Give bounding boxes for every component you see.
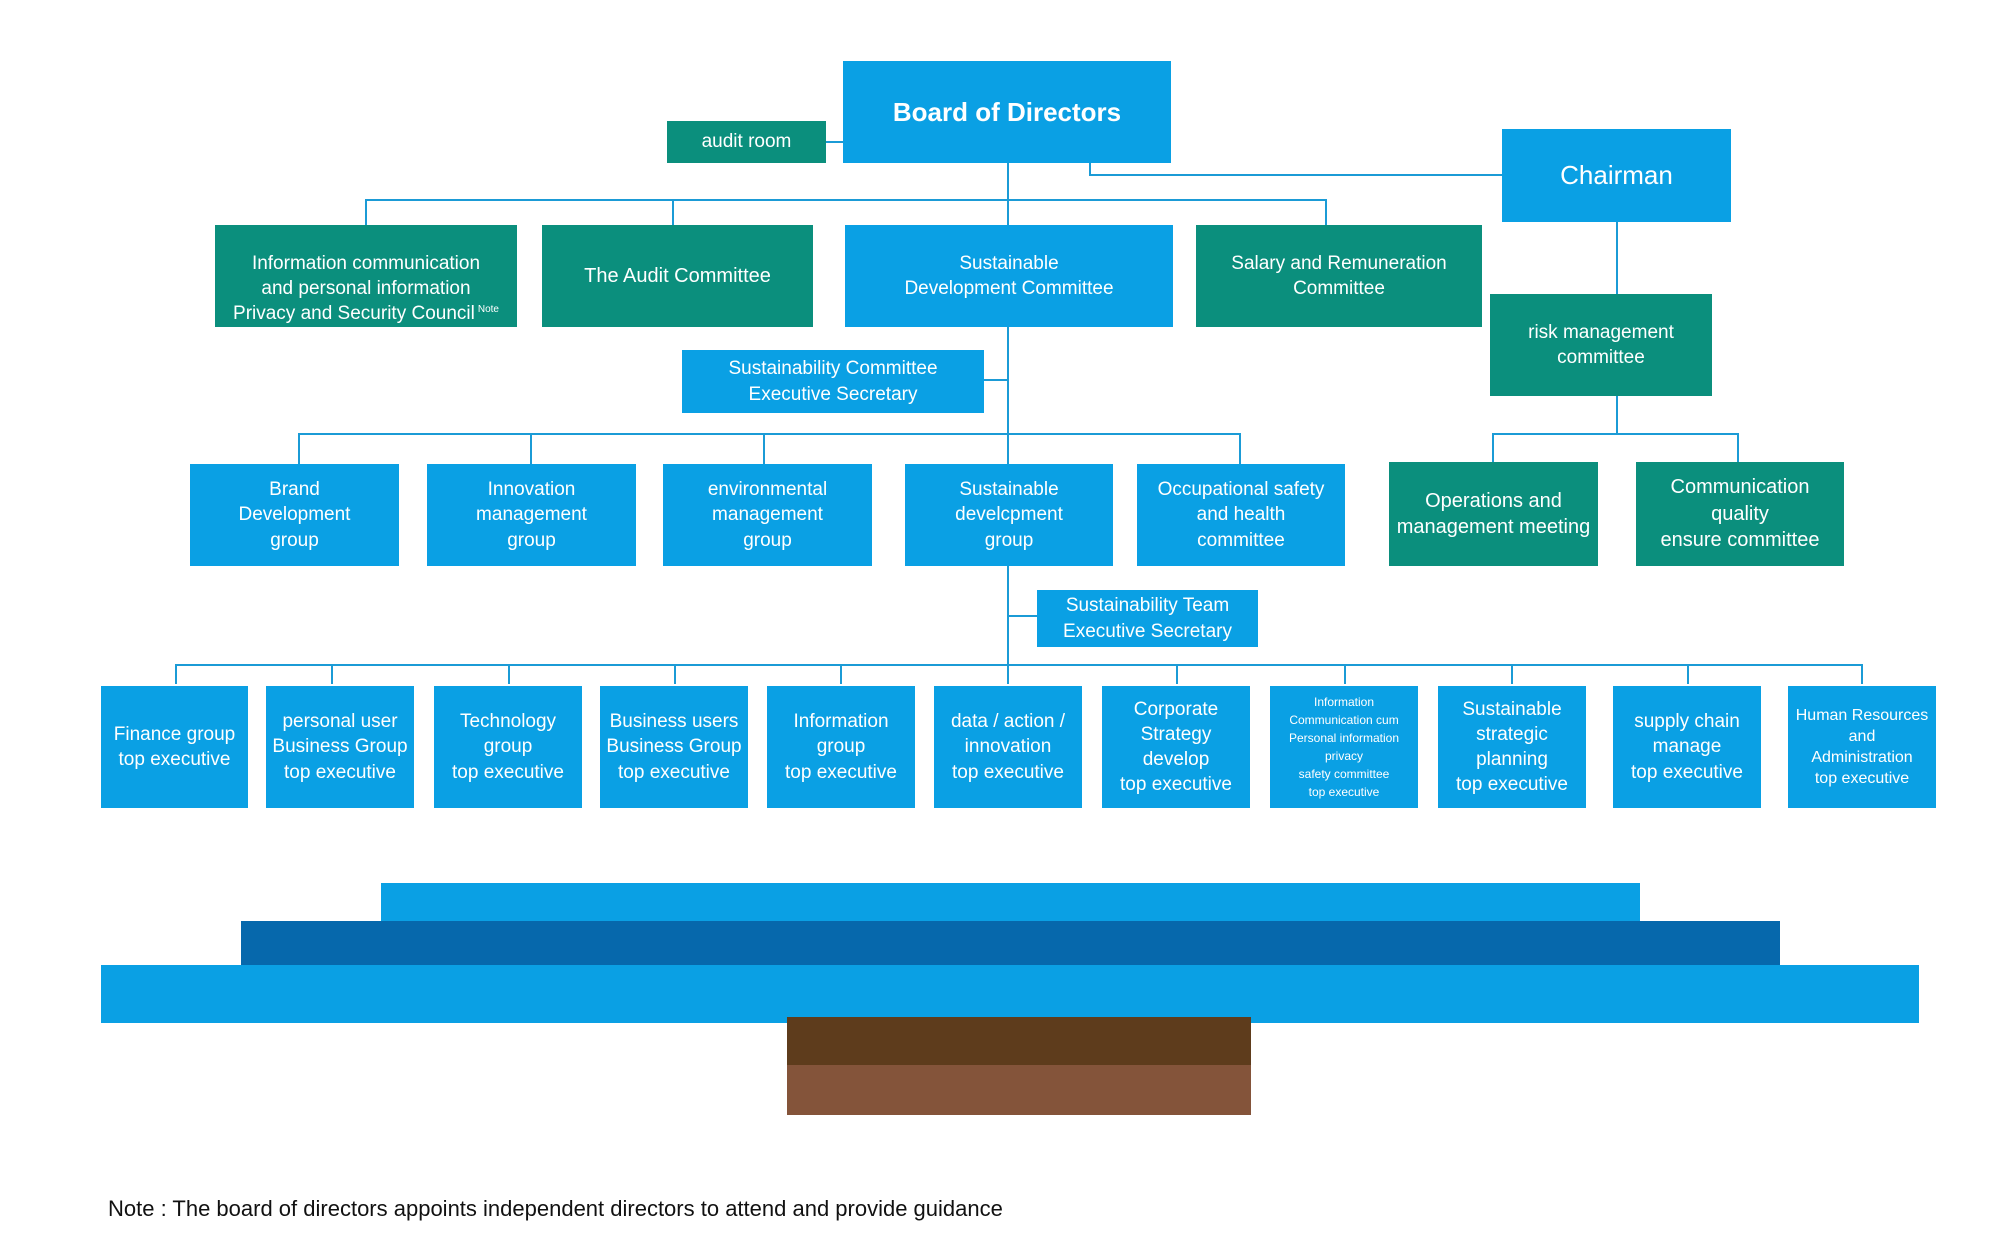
sustainable-development-group-node: Sustainable develcpment group [905, 464, 1113, 566]
innovation-management-group-node: Innovation management group [427, 464, 636, 566]
finance-executive-node: Finance group top executive [101, 686, 248, 808]
footnote: Note : The board of directors appoints i… [108, 1196, 1003, 1221]
data-action-innovation-executive-node: data / action / innovation top executive [934, 686, 1082, 808]
base-bar-middle [241, 921, 1780, 965]
environmental-management-group-node: environmental management group [663, 464, 872, 566]
base-bar-top [381, 883, 1640, 927]
base-brown-bottom [787, 1065, 1251, 1115]
info-privacy-council-label: Information communication and personal i… [233, 252, 499, 325]
audit-committee-node: The Audit Committee [542, 225, 813, 327]
risk-management-committee-node: risk management committee [1490, 294, 1712, 396]
base-bar-bottom [101, 965, 1919, 1023]
info-privacy-council-node: Information communication and personal i… [215, 225, 517, 327]
technology-executive-node: Technology group top executive [434, 686, 582, 808]
team-executive-secretary-node: Sustainability Team Executive Secretary [1037, 590, 1258, 647]
occupational-safety-committee-node: Occupational safety and health committee [1137, 464, 1345, 566]
base-brown-top [787, 1017, 1251, 1067]
sustainable-planning-executive-node: Sustainable strategic planning top execu… [1438, 686, 1586, 808]
sustainable-development-committee-node: Sustainable Development Committee [845, 225, 1173, 327]
business-users-executive-node: Business users Business Group top execut… [600, 686, 748, 808]
information-executive-node: Information group top executive [767, 686, 915, 808]
communication-quality-committee-node: Communication quality ensure committee [1636, 462, 1844, 566]
audit-room-node: audit room [667, 121, 826, 163]
brand-development-group-node: Brand Development group [190, 464, 399, 566]
board-of-directors-node: Board of Directors [843, 61, 1171, 163]
info-comm-privacy-executive-node: Information Communication cum Personal i… [1270, 686, 1418, 808]
salary-remuneration-committee-node: Salary and Remuneration Committee [1196, 225, 1482, 327]
note-marker: Note [477, 303, 499, 315]
supply-chain-executive-node: supply chain manage top executive [1613, 686, 1761, 808]
committee-executive-secretary-node: Sustainability Committee Executive Secre… [682, 350, 984, 413]
hr-admin-executive-node: Human Resources and Administration top e… [1788, 686, 1936, 808]
corporate-strategy-executive-node: Corporate Strategy develop top executive [1102, 686, 1250, 808]
chairman-node: Chairman [1502, 129, 1731, 222]
personal-user-executive-node: personal user Business Group top executi… [266, 686, 414, 808]
operations-management-meeting-node: Operations and management meeting [1389, 462, 1598, 566]
